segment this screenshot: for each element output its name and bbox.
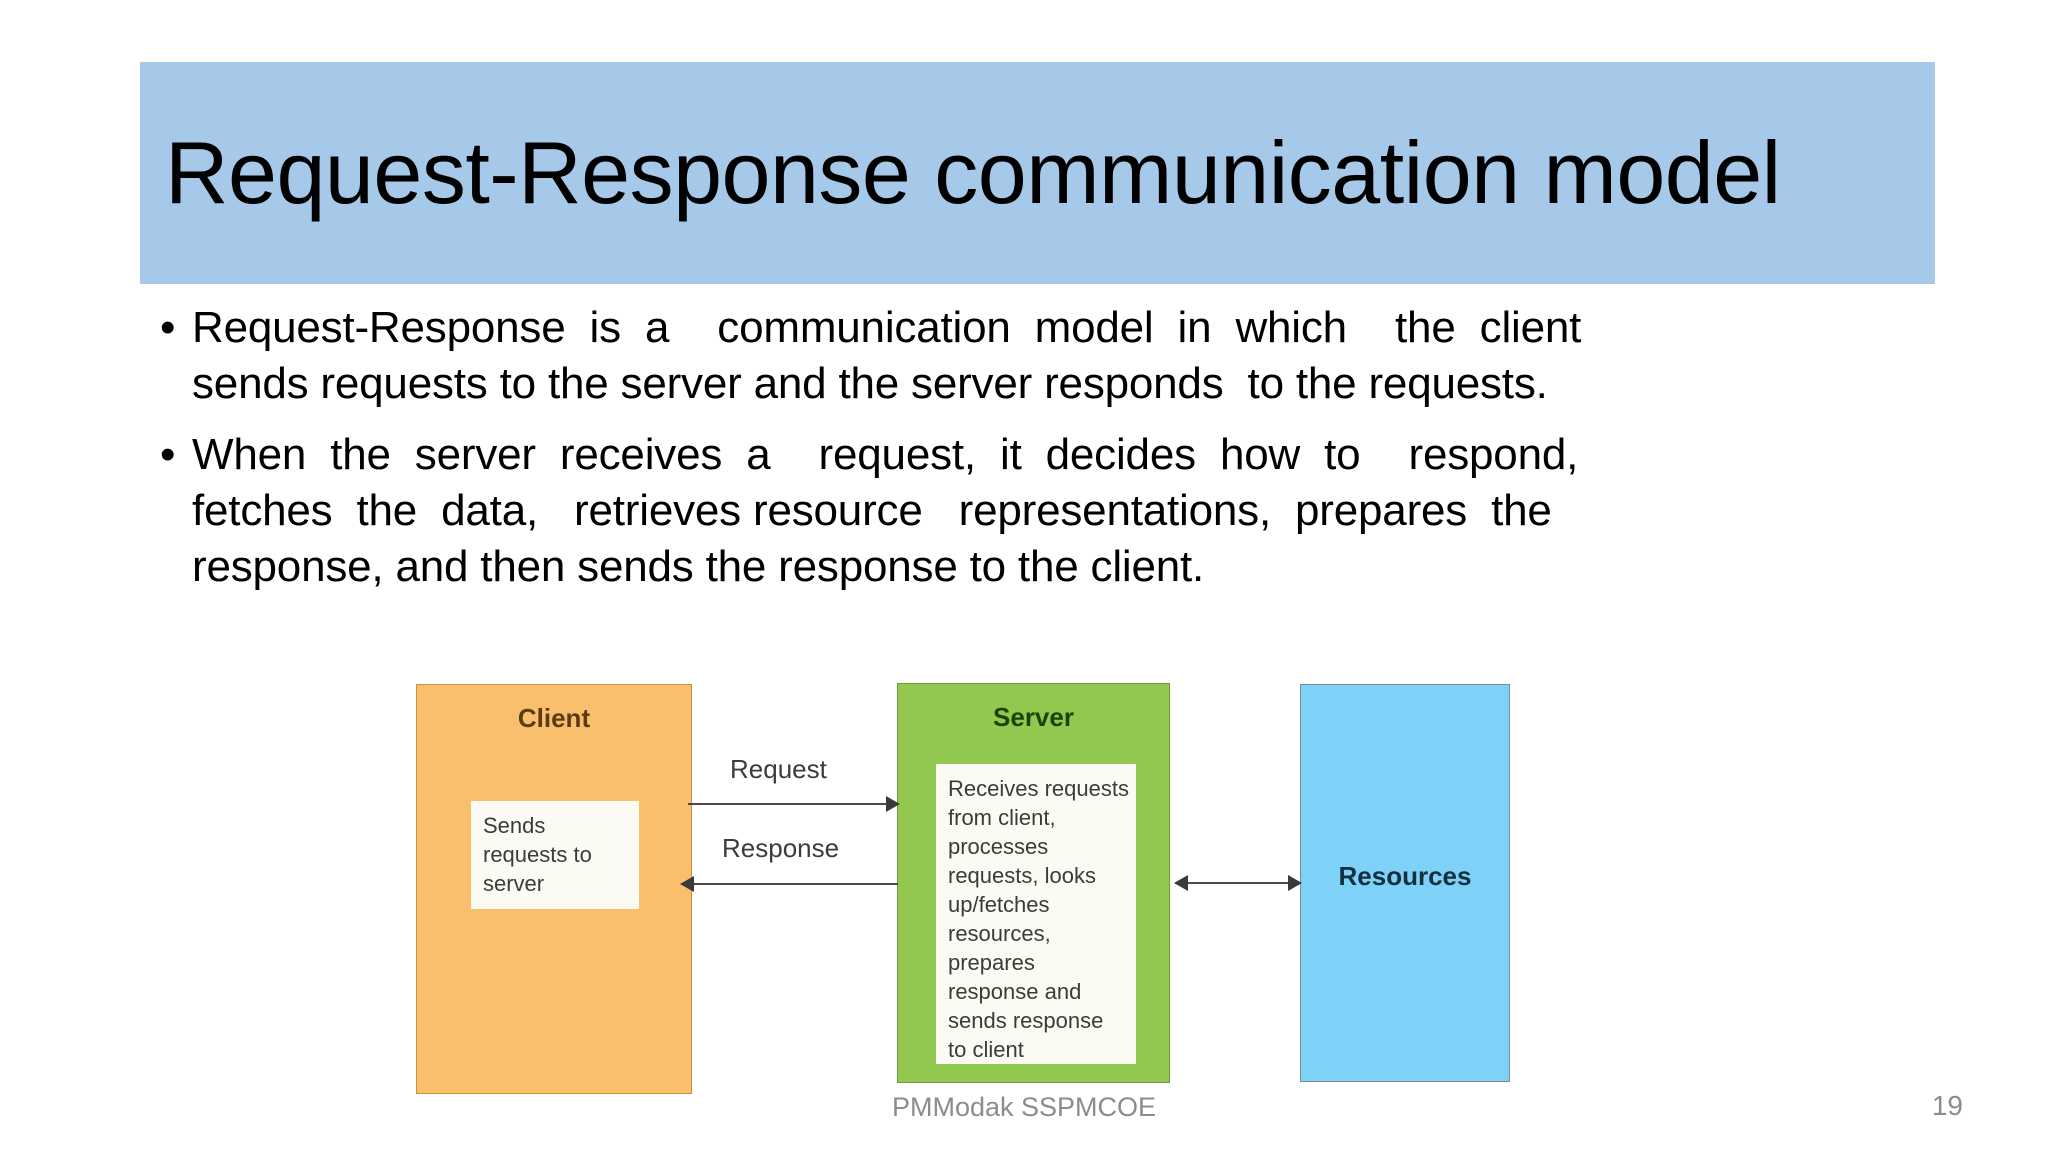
bullet-line: When the server receives a request, it d… xyxy=(192,429,1579,479)
bullet-line: response, and then sends the response to… xyxy=(192,542,1205,592)
note-line: response and xyxy=(948,979,1082,1005)
bullet-line: Request-Response is a communication mode… xyxy=(192,303,1582,352)
resources-box: Resources xyxy=(1300,684,1510,1082)
response-arrow-line xyxy=(692,883,898,885)
body-content: • Request-Response is a communication mo… xyxy=(150,300,1940,610)
note-line: resources, xyxy=(948,921,1051,947)
resources-arrow-line xyxy=(1186,882,1298,884)
note-line: Receives requests xyxy=(948,776,1129,801)
response-arrow-head-icon xyxy=(680,876,694,892)
note-line: requests, looks xyxy=(948,863,1096,889)
note-line: from client, xyxy=(948,805,1056,831)
note-line: Sends xyxy=(483,813,546,838)
server-note: Receives requests from client, processes… xyxy=(936,764,1136,1064)
bullet-marker: • xyxy=(160,303,176,352)
slide-number: 19 xyxy=(1931,1090,1963,1121)
request-response-diagram: Client Sends requests to server Server R… xyxy=(400,670,1550,1094)
bullet-text-1: Request-Response is a communication mode… xyxy=(192,300,1940,413)
resources-arrow-head-right-icon xyxy=(1288,875,1302,891)
request-arrow-head-icon xyxy=(886,796,900,812)
resources-arrow-head-left-icon xyxy=(1174,875,1188,891)
bullet-line: sends requests to the server and the ser… xyxy=(192,359,1548,409)
note-line: to client xyxy=(948,1037,1024,1063)
client-box-title: Client xyxy=(517,703,591,733)
note-line: server xyxy=(483,871,545,897)
client-note: Sends requests to server xyxy=(471,801,639,909)
page-title: Request-Response communication model xyxy=(165,122,1781,222)
note-line: up/fetches xyxy=(948,892,1050,918)
bullet-text-2: When the server receives a request, it d… xyxy=(192,427,1940,596)
bullet-item-2: • When the server receives a request, it… xyxy=(150,427,1940,596)
note-line: processes xyxy=(948,834,1049,860)
client-box: Client Sends requests to server xyxy=(416,684,692,1094)
request-arrow-label: Request xyxy=(730,754,827,784)
note-line: prepares xyxy=(948,950,1035,976)
title-banner: Request-Response communication model xyxy=(140,62,1935,284)
bullet-line: fetches the data, retrieves resource rep… xyxy=(192,485,1552,535)
note-line: requests to xyxy=(483,842,592,868)
request-arrow-line xyxy=(688,803,888,805)
bullet-marker: • xyxy=(160,429,176,479)
server-box-title: Server xyxy=(993,702,1074,732)
note-line: sends response xyxy=(948,1008,1104,1034)
footer-text: PMModak SSPMCOE xyxy=(891,1092,1157,1122)
bullet-item-1: • Request-Response is a communication mo… xyxy=(150,300,1940,413)
response-arrow-label: Response xyxy=(722,833,840,863)
resources-box-title: Resources xyxy=(1338,861,1472,891)
server-box: Server Receives requests from client, pr… xyxy=(897,683,1170,1083)
